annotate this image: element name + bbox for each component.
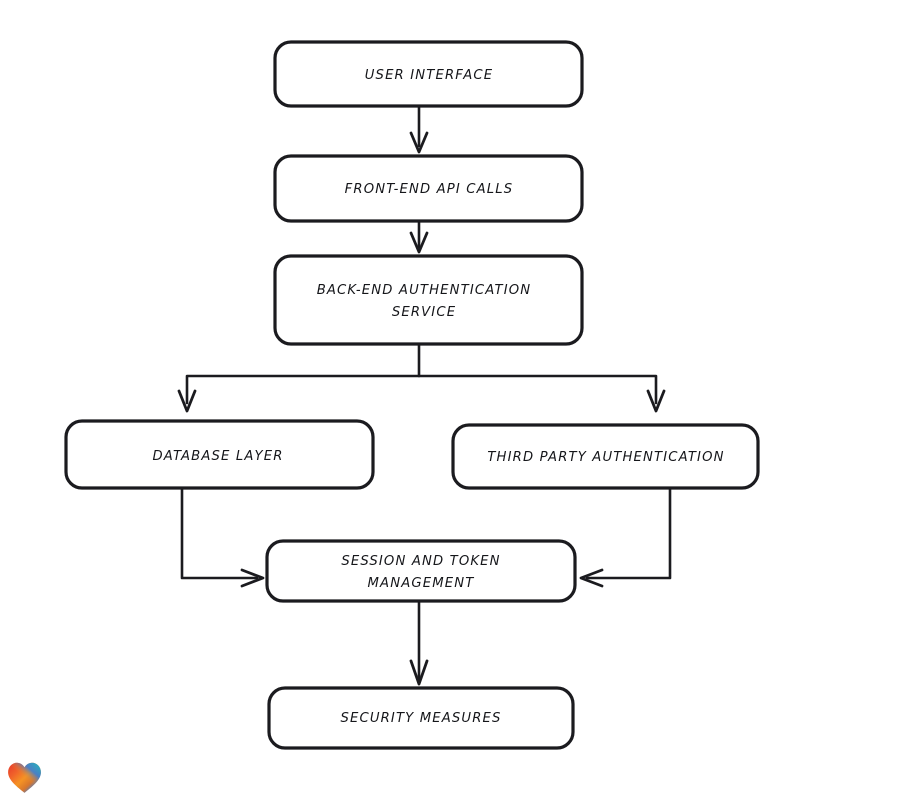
heart-watermark — [7, 761, 42, 794]
node-back-end-authentication-service-label-line1: BACK-END AUTHENTICATION — [317, 283, 532, 298]
node-session-and-token-management-label-line2: MANAGEMENT — [368, 576, 475, 591]
node-session-and-token-management-shape[interactable] — [265, 539, 577, 603]
heart-icon — [8, 762, 41, 793]
node-back-end-authentication-service[interactable]: BACK-END AUTHENTICATION SERVICE — [273, 254, 584, 346]
node-database-layer[interactable]: DATABASE LAYER — [64, 419, 375, 490]
node-session-and-token-management[interactable]: SESSION AND TOKEN MANAGEMENT — [265, 539, 577, 603]
node-user-interface[interactable]: USER INTERFACE — [273, 40, 584, 108]
node-security-measures-shape[interactable] — [267, 686, 575, 750]
node-user-interface-shape[interactable] — [273, 40, 584, 108]
node-front-end-api-calls-label: FRONT-END API CALLS — [345, 182, 514, 197]
edge-back-end-authentication-service-branch — [177, 342, 666, 413]
edge-user-interface-to-front-end-api-calls — [409, 104, 429, 154]
node-database-layer-shape[interactable] — [64, 419, 375, 490]
node-user-interface-label: USER INTERFACE — [365, 68, 494, 83]
node-front-end-api-calls-shape[interactable] — [273, 154, 584, 223]
node-third-party-authentication[interactable]: THIRD PARTY AUTHENTICATION — [451, 423, 760, 490]
node-front-end-api-calls[interactable]: FRONT-END API CALLS — [273, 154, 584, 223]
node-third-party-authentication-label: THIRD PARTY AUTHENTICATION — [487, 450, 724, 465]
node-database-layer-label: DATABASE LAYER — [152, 449, 283, 464]
node-session-and-token-management-label-line1: SESSION AND TOKEN — [341, 554, 500, 569]
edge-third-party-authentication-to-session-and-token-management — [579, 487, 672, 588]
node-back-end-authentication-service-shape[interactable] — [273, 254, 584, 346]
edge-session-and-token-management-to-security-measures — [409, 599, 429, 686]
edge-database-layer-to-session-and-token-management — [180, 487, 265, 588]
node-third-party-authentication-shape[interactable] — [451, 423, 760, 490]
node-security-measures-label: SECURITY MEASURES — [340, 711, 501, 726]
node-back-end-authentication-service-label-line2: SERVICE — [392, 305, 456, 320]
node-security-measures[interactable]: SECURITY MEASURES — [267, 686, 575, 750]
edge-front-end-api-calls-to-back-end-authentication-service — [409, 219, 429, 254]
